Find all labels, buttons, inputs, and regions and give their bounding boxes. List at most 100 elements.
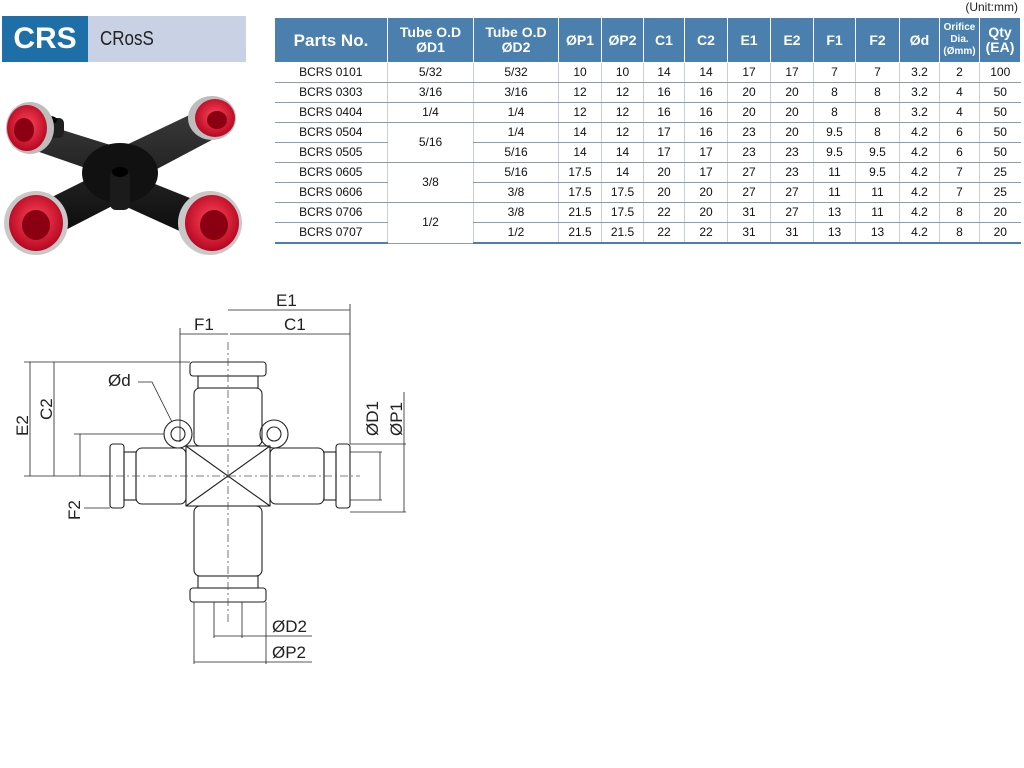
cell-qty: 50 [979,142,1021,163]
cell-part: BCRS 0606 [274,182,388,203]
cell-p1: 17.5 [558,182,602,203]
dim-d2: ØD2 [272,617,307,636]
col-qty-line1: Qty [988,24,1012,40]
col-d2-line2: ØD2 [501,39,531,55]
dim-e2: E2 [13,415,32,436]
cell-qty: 50 [979,102,1021,123]
cell-part: BCRS 0505 [274,142,388,163]
col-d1-line2: ØD1 [416,39,445,55]
cell-qty: 25 [979,182,1021,203]
dimension-drawing: E1 F1 C1 Ød E2 C2 F2 ØD1 ØP1 ØD2 ØP2 [13,291,406,664]
cell-p2: 10 [601,62,644,83]
cell-part: BCRS 0707 [274,222,388,244]
cell-e1: 27 [727,162,771,183]
cell-orifice: 2 [939,62,980,83]
cell-d: 4.2 [899,142,940,163]
dim-d1: ØD1 [363,401,382,436]
cell-p1: 14 [558,122,602,143]
cell-p1: 12 [558,102,602,123]
cell-f1: 7 [813,62,856,83]
cell-part: BCRS 0706 [274,202,388,223]
cell-c2: 20 [684,182,728,203]
col-e2: E2 [770,17,814,63]
cell-orifice: 7 [939,162,980,183]
col-f1: F1 [813,17,856,63]
cell-c2: 16 [684,102,728,123]
cell-orifice: 4 [939,102,980,123]
cell-c1: 17 [643,142,685,163]
cell-p1: 21.5 [558,222,602,244]
cell-d: 4.2 [899,122,940,143]
cell-f1: 11 [813,182,856,203]
cell-e2: 27 [770,202,814,223]
cell-part: BCRS 0404 [274,102,388,123]
cell-d2: 3/8 [473,182,559,203]
cell-p2: 14 [601,142,644,163]
col-c2: C2 [684,17,728,63]
cell-p1: 17.5 [558,162,602,183]
col-e1: E1 [727,17,771,63]
cell-qty: 20 [979,202,1021,223]
cell-qty: 25 [979,162,1021,183]
cell-c2: 22 [684,222,728,244]
cell-f2: 8 [855,122,900,143]
dim-c2: C2 [37,398,56,420]
cell-f2: 9.5 [855,162,900,183]
cell-d2: 1/4 [473,122,559,143]
unit-label: (Unit:mm) [965,0,1018,14]
cell-f1: 11 [813,162,856,183]
cell-d: 4.2 [899,222,940,244]
cell-e2: 20 [770,122,814,143]
cell-d2: 1/2 [473,222,559,244]
cell-d: 3.2 [899,82,940,103]
cell-d2: 1/4 [473,102,559,123]
cell-d2: 3/16 [473,82,559,103]
dim-d: Ød [108,371,131,390]
col-d1-line1: Tube O.D [399,24,462,40]
cell-p1: 14 [558,142,602,163]
dim-p2: ØP2 [272,643,306,662]
cell-d1: 1/2 [387,202,474,244]
dim-f1: F1 [194,315,214,334]
cell-part: BCRS 0605 [274,162,388,183]
cell-d: 3.2 [899,62,940,83]
cell-e2: 27 [770,182,814,203]
cell-qty: 100 [979,62,1021,83]
cell-orifice: 4 [939,82,980,103]
cell-e2: 31 [770,222,814,244]
cell-part: BCRS 0303 [274,82,388,103]
cell-part: BCRS 0504 [274,122,388,143]
cell-c2: 16 [684,82,728,103]
col-parts-no: Parts No. [274,17,388,63]
cell-c1: 16 [643,82,685,103]
cell-p2: 17.5 [601,202,644,223]
cell-p1: 21.5 [558,202,602,223]
cell-f1: 13 [813,222,856,244]
cell-f2: 11 [855,182,900,203]
cell-e1: 27 [727,182,771,203]
cell-e1: 17 [727,62,771,83]
cell-e1: 31 [727,222,771,244]
cell-c1: 14 [643,62,685,83]
cell-c2: 16 [684,122,728,143]
cell-orifice: 6 [939,122,980,143]
cell-c1: 20 [643,182,685,203]
cell-e1: 20 [727,102,771,123]
cell-p2: 21.5 [601,222,644,244]
col-d2-line1: Tube O.D [485,24,547,40]
cell-f2: 8 [855,82,900,103]
cell-e2: 20 [770,102,814,123]
cell-c1: 22 [643,222,685,244]
cell-d2: 5/16 [473,162,559,183]
cell-d1: 3/16 [387,82,474,103]
cell-d: 4.2 [899,162,940,183]
cell-d: 4.2 [899,182,940,203]
cell-f2: 7 [855,62,900,83]
